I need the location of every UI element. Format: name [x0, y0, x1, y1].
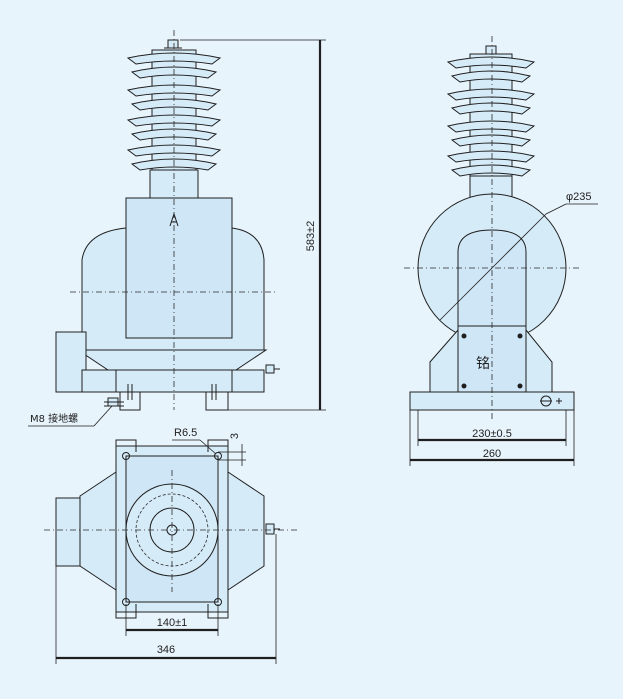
radius-callout: R6.5 [172, 427, 217, 455]
offset-label: 3 [229, 433, 241, 439]
diameter-label: φ235 [566, 191, 592, 203]
offset-dimension: 3 [218, 433, 246, 466]
front-view: 583±2 M8 接地螺 [28, 30, 326, 427]
diameter-callout: φ235 [439, 191, 598, 321]
width-total-label: 346 [157, 644, 175, 656]
radius-label: R6.5 [174, 427, 197, 439]
total-width-dimension: 346 [55, 534, 277, 664]
side-insulator [446, 45, 536, 199]
front-height-dimension: 583±2 [180, 39, 326, 411]
top-width-dimension: 140±1 [125, 604, 219, 636]
side-view: 铭 φ235 230±0.5 260 [404, 36, 598, 466]
ground-bolt-label: M8 接地螺 [30, 412, 78, 425]
mount-spacing-label: 230±0.5 [472, 428, 512, 440]
front-main-body [55, 197, 280, 411]
top-view: R6.5 3 140±1 346 [44, 427, 300, 664]
width-side-label: 140±1 [157, 617, 188, 629]
height-label: 583±2 [305, 221, 317, 252]
base-width-label: 260 [483, 448, 501, 460]
mount-spacing-dimension: 230±0.5 [417, 410, 567, 446]
base-width-dimension: 260 [409, 410, 575, 466]
ground-bolt-callout: M8 接地螺 [28, 405, 113, 427]
nameplate-label: 铭 [476, 356, 490, 372]
